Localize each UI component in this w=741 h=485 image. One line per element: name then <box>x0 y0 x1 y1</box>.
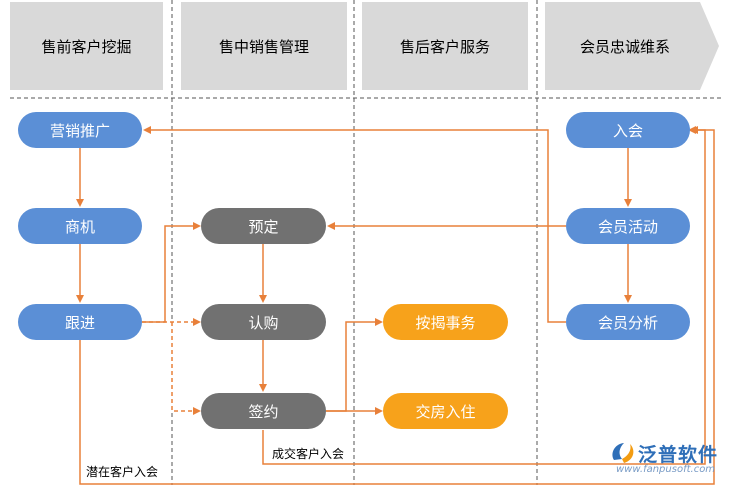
brand-logo-icon <box>612 443 634 463</box>
lane-header-presales: 售前客户挖掘 <box>10 2 163 90</box>
node-member-analysis-label: 会员分析 <box>597 313 658 332</box>
node-member-activity: 会员活动 <box>566 208 690 244</box>
lane-header-presales-label: 售前客户挖掘 <box>41 37 132 56</box>
node-join: 入会 <box>566 112 690 148</box>
node-handover: 交房入住 <box>383 393 508 429</box>
lane-header-aftersales: 售后客户服务 <box>362 2 528 90</box>
lane-header-sales: 售中销售管理 <box>181 2 347 90</box>
lane-header-loyalty: 会员忠诚维系 <box>545 2 705 90</box>
node-reservation-label: 预定 <box>248 217 279 236</box>
node-member-activity-label: 会员活动 <box>597 217 658 236</box>
node-marketing-label: 营销推广 <box>49 121 110 140</box>
node-opportunity: 商机 <box>18 208 142 244</box>
lane-header-sales-label: 售中销售管理 <box>218 37 309 56</box>
node-handover-label: 交房入住 <box>415 402 476 421</box>
node-subscription: 认购 <box>201 304 326 340</box>
node-signing: 签约 <box>201 393 326 429</box>
brand-logo-url: www.fanpusoft.com <box>616 464 716 475</box>
brand-logo-name: 泛普软件 <box>638 444 719 466</box>
node-join-label: 入会 <box>612 121 643 140</box>
lane-header-loyalty-shape <box>545 2 719 90</box>
node-signing-label: 签约 <box>248 402 279 421</box>
node-mortgage: 按揭事务 <box>383 304 508 340</box>
node-followup-label: 跟进 <box>64 313 95 332</box>
lane-header-aftersales-label: 售后客户服务 <box>399 37 490 56</box>
node-followup: 跟进 <box>18 304 142 340</box>
brand-logo: 泛普软件 www.fanpusoft.com <box>608 440 736 476</box>
label-deal-join: 成交客户入会 <box>272 447 345 461</box>
node-opportunity-label: 商机 <box>64 217 95 236</box>
node-marketing: 营销推广 <box>18 112 142 148</box>
arrow-followup-signing <box>171 322 201 415</box>
node-mortgage-label: 按揭事务 <box>415 313 476 332</box>
node-subscription-label: 认购 <box>248 313 279 332</box>
arrow-followup-reservation <box>142 222 201 323</box>
arrow-potential-join <box>79 126 715 485</box>
arrow-analysis-marketing <box>143 126 566 323</box>
lane-header-loyalty-label: 会员忠诚维系 <box>579 37 670 56</box>
label-potential-join: 潜在客户入会 <box>86 465 159 479</box>
node-member-analysis: 会员分析 <box>566 304 690 340</box>
node-reservation: 预定 <box>201 208 326 244</box>
lane-separators <box>10 0 722 485</box>
